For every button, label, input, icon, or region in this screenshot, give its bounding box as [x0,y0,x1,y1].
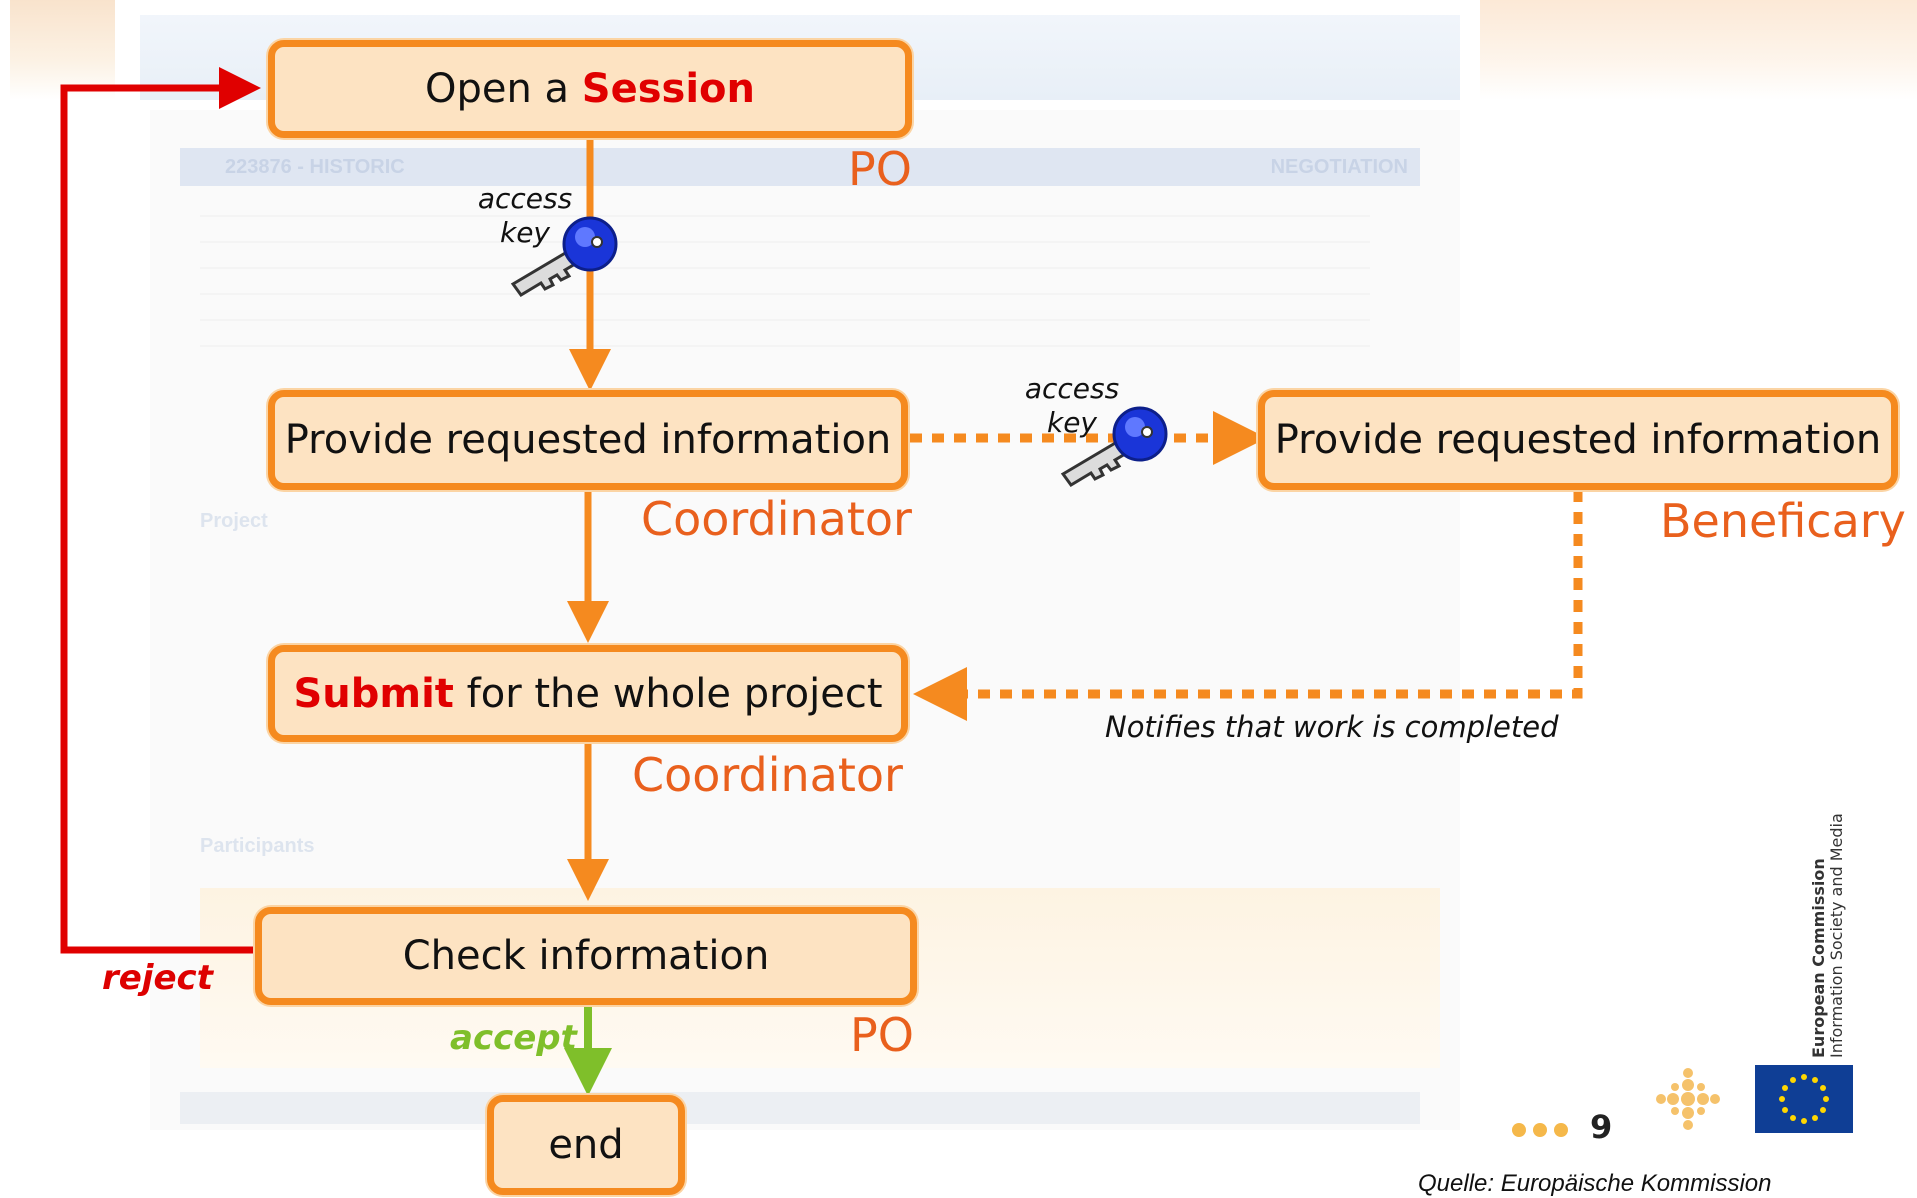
dotted-arrow-back-to-submit [913,490,1583,721]
end-box: end [487,1095,685,1195]
end-label: end [548,1122,624,1168]
provide-info-coordinator-box: Provide requested information [268,390,908,490]
source-credit: Quelle: Europäische Kommission [1418,1170,1772,1197]
check-info-label: Check information [402,933,770,979]
role-po-bottom: PO [850,1008,914,1062]
ec-logo-line1: European Commission [1809,858,1828,1058]
slide-dots [1512,1122,1575,1141]
background-footer [180,1092,1420,1124]
background-section-participants: Participants [200,835,315,857]
notifies-text: Notifies that work is completed [1105,710,1559,744]
submit-suffix: for the whole project [453,670,883,717]
key-icon [1060,406,1168,487]
access-key-2-line1: access [1024,372,1120,405]
open-session-highlight: Session [581,66,755,112]
key-icon [510,216,618,297]
check-info-box: Check information [255,907,917,1005]
background-status: NEGOTIATION [1270,156,1408,178]
slide-number: 9 [1590,1108,1613,1146]
background-parameters [200,215,1370,365]
accept-label: accept [450,1018,577,1058]
background-title-bar: 223876 - HISTORIC NEGOTIATION [180,148,1420,186]
access-key-label-2: access key [1022,372,1122,440]
access-key-1-line1: access [477,182,573,215]
submit-box: Submit for the whole project [268,645,908,742]
reject-label: reject [102,958,213,998]
background-project-title: 223876 - HISTORIC [225,156,405,178]
ec-logo-text: European Commission Information Society … [1809,813,1846,1058]
open-session-prefix: Open a [424,66,582,112]
access-key-2-line2: key [1046,406,1097,439]
ec-logo-line2: Information Society and Media [1827,813,1846,1058]
background-banner-left [10,0,115,100]
access-key-label-1: access key [475,182,575,250]
reject-arrow [60,67,261,954]
role-po-top: PO [848,142,912,196]
provide-info-coordinator-label: Provide requested information [284,417,892,463]
access-key-1-line2: key [499,216,550,249]
ornament-icon [1656,1068,1720,1130]
open-session-box: Open a Session [268,40,912,138]
provide-info-beneficiary-label: Provide requested information [1274,417,1882,463]
eu-flag-icon [1755,1065,1853,1133]
background-banner-right [1480,0,1917,100]
submit-highlight: Submit [293,670,454,717]
role-coordinator-2: Coordinator [632,748,903,802]
role-beneficiary: Beneficary [1660,494,1906,548]
background-section-project: Project [200,510,268,532]
provide-info-beneficiary-box: Provide requested information [1258,390,1898,490]
role-coordinator-1: Coordinator [641,492,912,546]
